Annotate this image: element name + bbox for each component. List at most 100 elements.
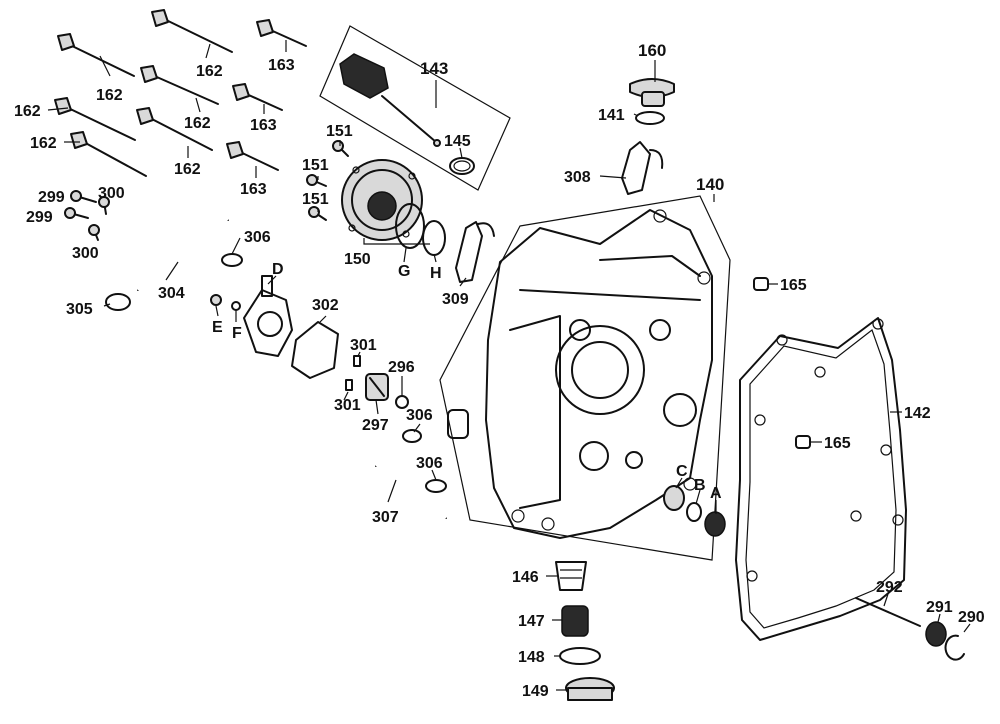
shaft-292: [855, 597, 921, 627]
seal-c: [663, 485, 685, 511]
callout-145: 145: [444, 133, 471, 150]
screw-300-b: [88, 224, 100, 241]
gasket-302: [291, 321, 339, 379]
callout-151: 151: [302, 191, 329, 208]
dowel-pin: [447, 409, 469, 439]
o-ring-h: [422, 220, 446, 256]
callout-147: 147: [518, 613, 545, 630]
bolt-163-c: [226, 141, 279, 171]
o-ring-g: [395, 203, 425, 249]
screw-299-a: [70, 190, 97, 203]
bracket-309: [455, 221, 495, 283]
bolt-162-a: [57, 33, 135, 77]
callout-308: 308: [564, 169, 591, 186]
crankcase-cover-frame: [439, 195, 731, 561]
callout-163: 163: [240, 181, 267, 198]
o-ring-141: [635, 111, 665, 125]
pump-housing-d: [243, 275, 293, 357]
callout-162: 162: [196, 63, 223, 80]
bolt-163-b: [232, 83, 283, 111]
callout-306: 306: [244, 229, 271, 246]
callout-f: F: [232, 325, 242, 342]
clamp-306-b: [402, 429, 422, 443]
callout-302: 302: [312, 297, 339, 314]
gasket-142: [735, 317, 907, 641]
ring-b: [686, 502, 702, 522]
callout-165: 165: [824, 435, 851, 452]
callout-299: 299: [26, 209, 53, 226]
callout-297: 297: [362, 417, 389, 434]
dipstick-assembly-frame: [319, 25, 511, 191]
callout-142: 142: [904, 405, 931, 422]
screw-151-c: [308, 206, 327, 221]
callout-304: 304: [158, 285, 185, 302]
bracket-308: [621, 141, 664, 195]
callout-162: 162: [174, 161, 201, 178]
bolt-162-b: [151, 9, 233, 53]
bolt-162-e: [70, 131, 147, 177]
pump-cover-150: [341, 159, 423, 241]
nut-e: [210, 294, 222, 306]
strainer-146: [555, 561, 587, 591]
callout-163: 163: [268, 57, 295, 74]
callout-296: 296: [388, 359, 415, 376]
callout-labels: 162 162 162 162 162 162 163 163 163 299 …: [14, 41, 985, 700]
callout-300: 300: [98, 185, 125, 202]
callout-162: 162: [14, 103, 41, 120]
callout-309: 309: [442, 291, 469, 308]
callout-162: 162: [184, 115, 211, 132]
callout-160: 160: [638, 41, 666, 60]
callout-306: 306: [406, 407, 433, 424]
impeller-297: [365, 373, 389, 401]
callout-148: 148: [518, 649, 545, 666]
callout-150: 150: [344, 251, 371, 268]
callout-h: H: [430, 265, 442, 282]
screw-300-a: [98, 196, 110, 215]
clamp-306-c: [425, 479, 447, 493]
callout-162: 162: [96, 87, 123, 104]
callout-d: D: [272, 261, 284, 278]
callout-290: 290: [958, 609, 985, 626]
callout-163: 163: [250, 117, 277, 134]
hose-304: [134, 206, 232, 293]
dowel-165-a: [753, 277, 769, 291]
callout-305: 305: [66, 301, 93, 318]
clamp-306-a: [221, 253, 243, 267]
callout-146: 146: [512, 569, 539, 586]
callout-a: A: [710, 485, 722, 502]
callout-140: 140: [696, 175, 724, 194]
dowel-165-b: [795, 435, 811, 449]
bolt-162-c: [140, 65, 219, 105]
screw-299-b: [64, 207, 89, 219]
pin-301-a: [353, 355, 361, 367]
callout-301: 301: [334, 397, 361, 414]
callout-b: B: [694, 477, 706, 494]
bearing-291: [925, 621, 947, 647]
callout-e: E: [212, 319, 223, 336]
callout-151: 151: [326, 123, 353, 140]
clamp-305: [105, 293, 131, 311]
callout-151: 151: [302, 157, 329, 174]
bolt-163-a: [256, 19, 307, 47]
callout-165: 165: [780, 277, 807, 294]
o-ring-148: [559, 647, 601, 665]
circlip-290: [944, 634, 965, 661]
filler-cap-160: [629, 78, 675, 107]
bearing-a: [704, 511, 726, 537]
callout-141: 141: [598, 107, 625, 124]
callout-306: 306: [416, 455, 443, 472]
callout-162: 162: [30, 135, 57, 152]
hose-307: [372, 454, 449, 521]
callout-291: 291: [926, 599, 953, 616]
callout-c: C: [676, 463, 688, 480]
spring-147: [561, 605, 589, 637]
bolt-162-f: [136, 107, 213, 151]
leader-lines: [47, 40, 971, 691]
oil-dipstick-143: [339, 53, 441, 147]
pin-301-b: [345, 379, 353, 391]
o-ring-145: [449, 157, 475, 175]
callout-143: 143: [420, 59, 448, 78]
drain-plug-149: [565, 677, 615, 701]
callout-149: 149: [522, 683, 549, 700]
